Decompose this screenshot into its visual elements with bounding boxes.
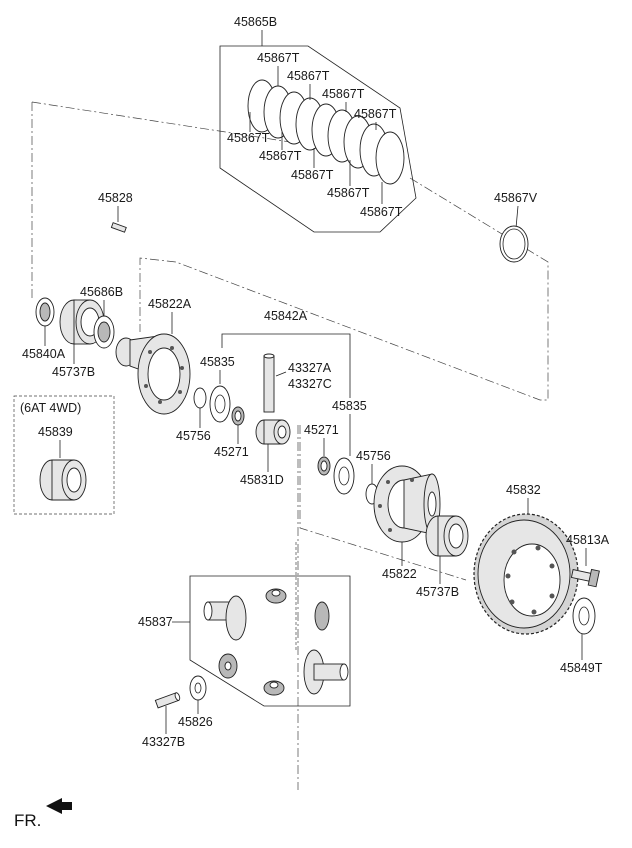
label-washer-45271-right: 45271 [304, 423, 339, 437]
shim [572, 597, 596, 635]
label-washer-right: 45835 [332, 399, 367, 413]
label-washer-45271-left: 45271 [214, 445, 249, 459]
label-snap-ring-1: 45867T [257, 51, 300, 65]
awd-box [13, 395, 115, 515]
label-shaft-c: 43327C [288, 377, 332, 391]
washer-right [333, 457, 355, 495]
label-washer-45826: 45826 [178, 715, 213, 729]
label-ring-left: 45756 [176, 429, 211, 443]
label-awd-note: (6AT 4WD) [20, 401, 81, 415]
bearing-right [425, 515, 469, 557]
ring-gear [473, 513, 579, 635]
label-seal-45686b: 45686B [80, 285, 123, 299]
label-case-left: 45822A [148, 297, 192, 311]
washer-left [209, 385, 231, 423]
shaft-43327 [263, 355, 275, 413]
ring-kit-outline [219, 45, 417, 233]
label-bolt: 45813A [566, 533, 610, 547]
label-washer-left: 45835 [200, 355, 235, 369]
label-snap-ring-large: 45867V [494, 191, 538, 205]
pinion-block [255, 419, 291, 445]
case-right [373, 465, 441, 543]
label-pinion-block: 45831D [240, 473, 284, 487]
label-pin-45828: 45828 [98, 191, 133, 205]
arrow-icon [46, 798, 72, 814]
label-snap-ring-6: 45867T [259, 149, 302, 163]
case-left [115, 333, 191, 415]
snap-ring-stack [247, 79, 405, 185]
gear-set-bracket [221, 333, 351, 398]
label-gear-set: 45842A [264, 309, 308, 323]
label-shaft-a: 43327A [288, 361, 332, 375]
label-ring-right: 45756 [356, 449, 391, 463]
label-snap-ring-7: 45867T [291, 168, 334, 182]
label-snap-ring-9: 45867T [360, 205, 403, 219]
label-snap-ring-2: 45867T [287, 69, 330, 83]
label-case-right: 45822 [382, 567, 417, 581]
label-ring-gear: 45832 [506, 483, 541, 497]
label-pin-43327b: 43327B [142, 735, 185, 749]
guide-line-lower [297, 425, 467, 790]
snap-ring-large [499, 225, 529, 263]
diff-gear-kit-parts [203, 588, 349, 696]
label-snap-ring-8: 45867T [327, 186, 370, 200]
label-snap-ring-4: 45867T [354, 107, 397, 121]
gear-kit-outline [189, 575, 351, 707]
ring-left [193, 387, 207, 409]
label-bearing-right: 45737B [416, 585, 459, 599]
label-snap-ring-5: 45867T [227, 131, 270, 145]
label-snap-ring-3: 45867T [322, 87, 365, 101]
label-shim: 45849T [560, 661, 603, 675]
label-awd-bearing: 45839 [38, 425, 73, 439]
label-diff-gear-kit: 45837 [138, 615, 173, 629]
pin-45828 [110, 222, 127, 233]
bolt [570, 568, 600, 588]
label-ring-kit: 45865B [234, 15, 277, 29]
guide-line-upper [31, 101, 549, 401]
front-label: FR. [14, 811, 41, 830]
label-oil-seal: 45840A [22, 347, 66, 361]
washer-45826 [189, 675, 207, 701]
pin-43327b [154, 692, 181, 709]
label-bearing-left: 45737B [52, 365, 95, 379]
awd-bearing [39, 459, 87, 501]
